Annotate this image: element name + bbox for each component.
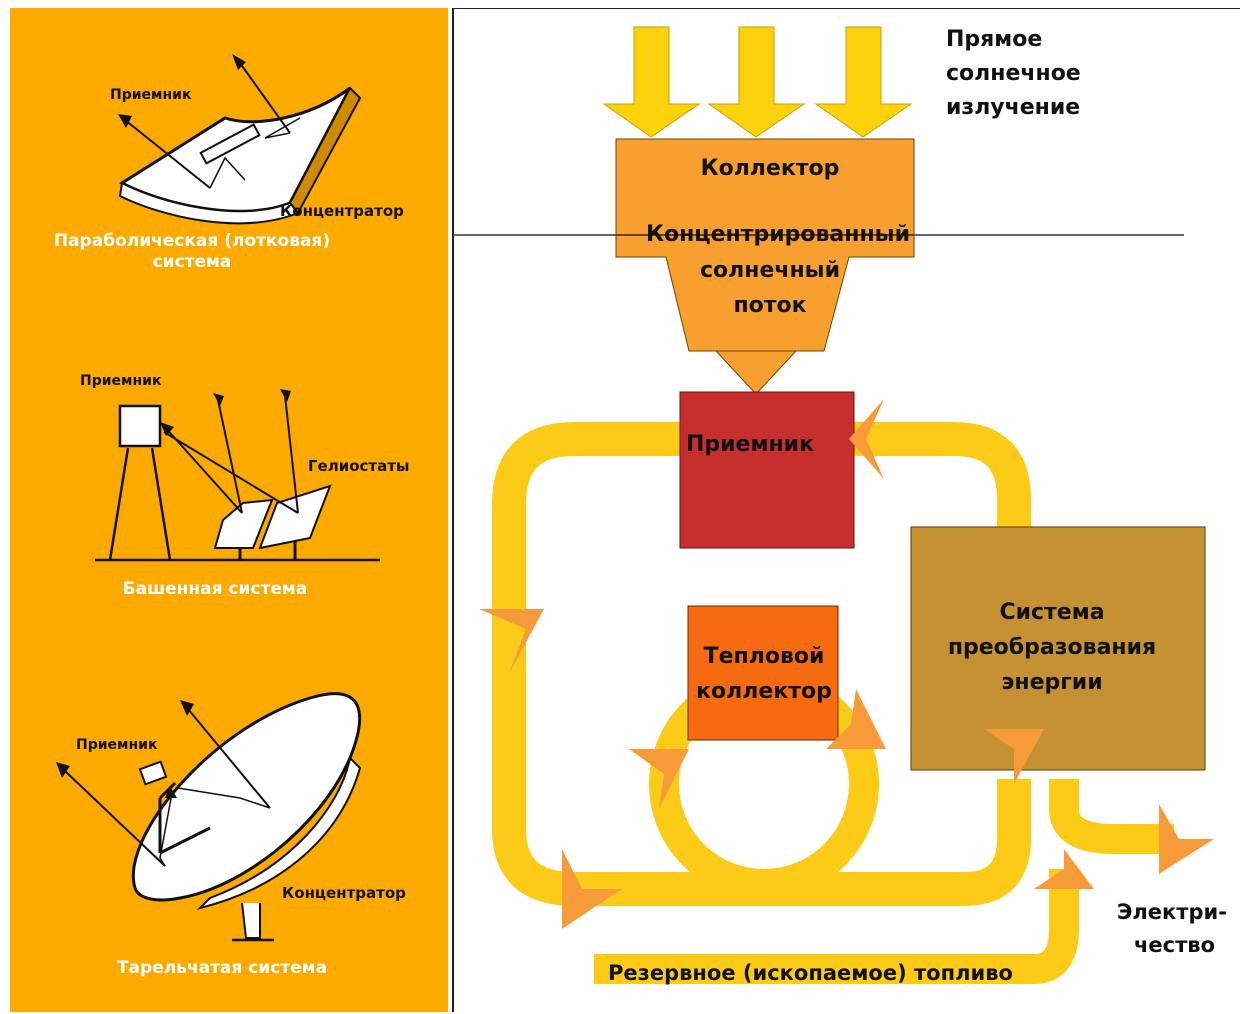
tower-heliostats-label: Гелиостаты [308,457,410,475]
receiver-box [679,391,855,549]
electricity-line2: чество [1134,933,1215,957]
sunlight-label-1: Прямое [946,27,1042,52]
flow-diagram-panel: Прямое солнечное излучение Коллектор Кон… [452,8,1240,1012]
electricity-line1: Электри- [1117,900,1227,924]
sunlight-label-3: излучение [946,95,1080,120]
funnel-tip [714,350,798,395]
csp-types-illustration: Приемник Концентратор Параболическая (ло… [54,54,410,978]
trough-caption-line2: система [153,252,232,272]
heat-transfer-loop [492,422,1031,906]
concentrated-flux-line1: Концентрированный [646,222,910,247]
thermal-collector-line2: коллектор [696,679,832,704]
dish-concentrator-label: Концентратор [282,884,406,902]
sunlight-label-2: солнечное [946,61,1081,86]
parabolic-trough-icon [118,54,362,225]
flow-arrowheads [479,399,1214,929]
loop-return-right [852,422,1031,529]
concentrated-flux-line2: солнечный [700,258,840,283]
parabolic-dish-icon [56,692,362,942]
conversion-system-line3: энергии [1001,670,1102,695]
electricity-output-path [1049,779,1174,854]
direct-sunlight-arrows [602,26,913,138]
trough-receiver-label: Приемник [110,87,192,103]
collector-title: Коллектор [701,156,840,181]
trough-caption-line1: Параболическая (лотковая) [54,231,330,251]
csp-flow-diagram: Прямое солнечное излучение Коллектор Кон… [454,26,1227,985]
collector-funnel [615,138,915,352]
left-panel: Приемник Концентратор Параболическая (ло… [10,8,448,1012]
dish-caption: Тарельчатая система [117,958,327,978]
tower-receiver-label: Приемник [80,373,162,389]
tower-caption: Башенная система [123,579,308,599]
dish-receiver-label: Приемник [76,737,158,753]
thermal-collector-box [687,605,839,741]
thermal-collector-line1: Тепловой [704,644,825,669]
conversion-system-line1: Система [999,600,1104,625]
backup-fuel-path [594,869,1079,984]
backup-fuel-label: Резервное (ископаемое) топливо [608,961,1013,985]
conversion-system-line2: преобразования [948,635,1156,660]
conversion-system-box [910,526,1206,771]
trough-concentrator-label: Концентратор [280,202,404,220]
receiver-label: Приемник [686,432,814,457]
concentrated-flux-line3: поток [733,293,806,318]
solar-tower-icon [95,389,380,562]
